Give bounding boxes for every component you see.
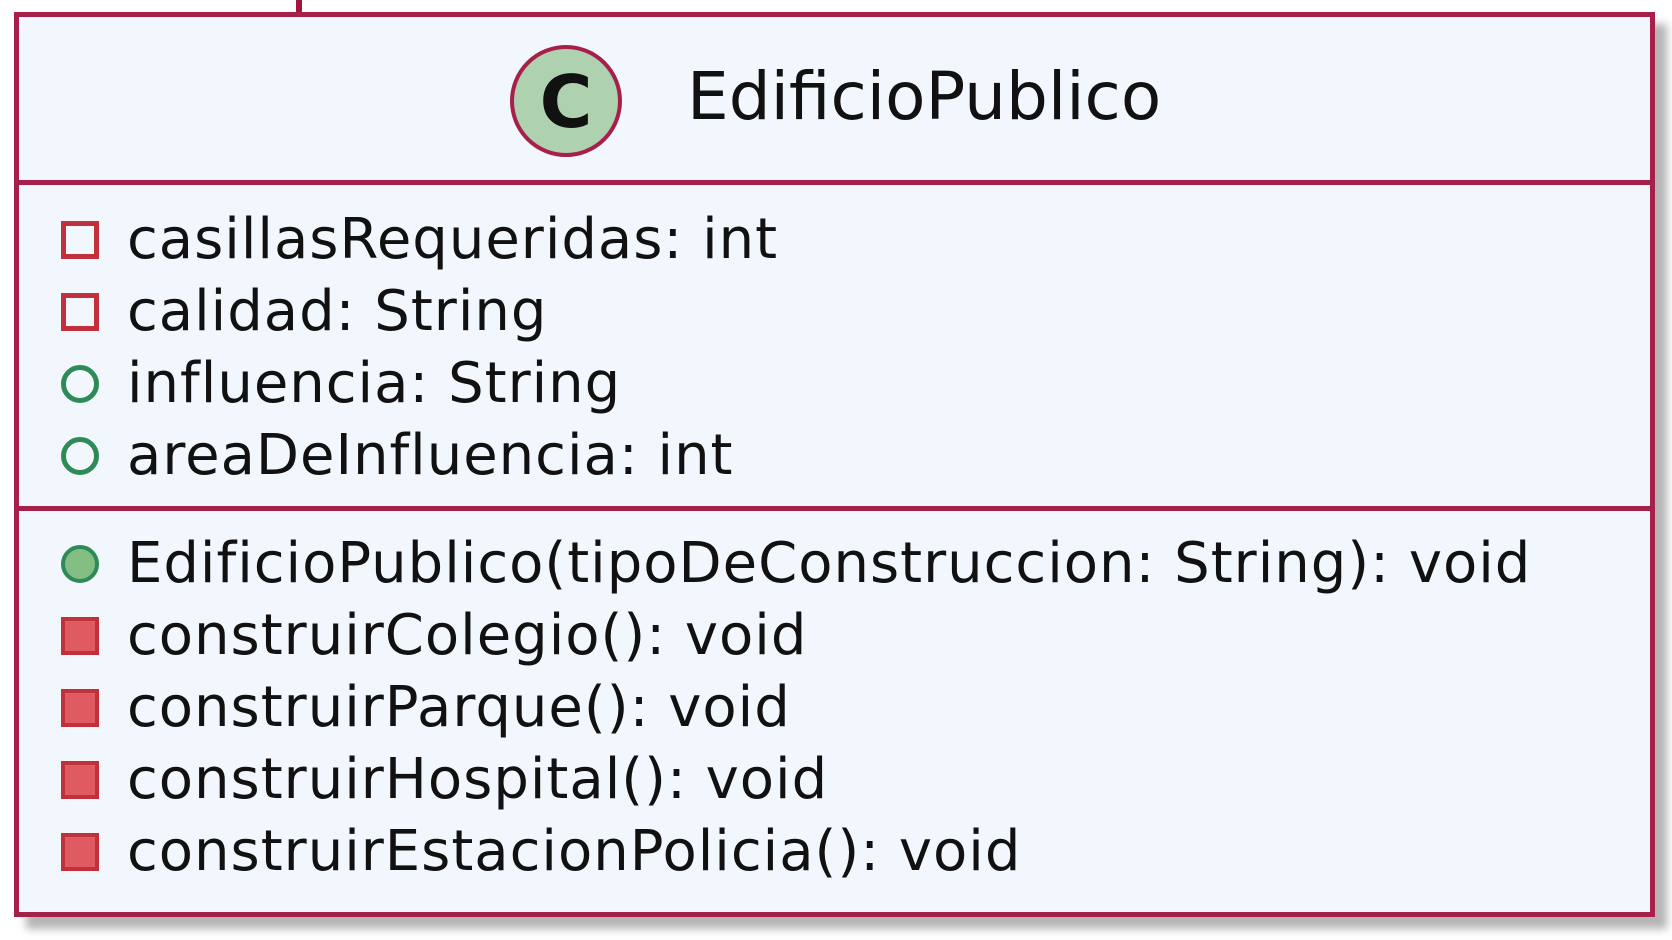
method-row: construirEstacionPolicia(): void (19, 816, 1650, 888)
method-row: construirParque(): void (19, 672, 1650, 744)
attributes-compartment: casillasRequeridas: int calidad: String … (19, 185, 1650, 511)
public-visibility-icon (61, 437, 99, 475)
attribute-text: influencia: String (127, 351, 622, 416)
method-row: construirHospital(): void (19, 744, 1650, 816)
public-visibility-icon (61, 365, 99, 403)
attribute-row: influencia: String (19, 348, 1650, 420)
method-text: construirColegio(): void (127, 603, 808, 668)
public-method-icon (61, 545, 99, 583)
class-name: EdificioPublico (687, 58, 1162, 135)
class-box-edificio-publico[interactable]: C EdificioPublico casillasRequeridas: in… (14, 12, 1655, 917)
private-method-icon (61, 689, 99, 727)
stereotype-letter: C (539, 60, 593, 144)
method-row: EdificioPublico(tipoDeConstruccion: Stri… (19, 528, 1650, 600)
private-method-icon (61, 833, 99, 871)
private-method-icon (61, 617, 99, 655)
attribute-row: casillasRequeridas: int (19, 204, 1650, 276)
attribute-row: calidad: String (19, 276, 1650, 348)
class-stereotype-icon: C (510, 45, 622, 157)
attribute-text: casillasRequeridas: int (127, 207, 779, 272)
methods-compartment: EdificioPublico(tipoDeConstruccion: Stri… (19, 511, 1650, 888)
attribute-row: areaDeInfluencia: int (19, 420, 1650, 492)
method-text: construirParque(): void (127, 675, 791, 740)
private-method-icon (61, 761, 99, 799)
private-visibility-icon (61, 293, 99, 331)
attribute-text: areaDeInfluencia: int (127, 423, 734, 488)
method-row: construirColegio(): void (19, 600, 1650, 672)
method-text: EdificioPublico(tipoDeConstruccion: Stri… (127, 531, 1532, 596)
attribute-text: calidad: String (127, 279, 548, 344)
association-line-stub (296, 0, 302, 14)
private-visibility-icon (61, 221, 99, 259)
method-text: construirHospital(): void (127, 747, 829, 812)
class-header: C EdificioPublico (19, 17, 1650, 185)
method-text: construirEstacionPolicia(): void (127, 819, 1022, 884)
